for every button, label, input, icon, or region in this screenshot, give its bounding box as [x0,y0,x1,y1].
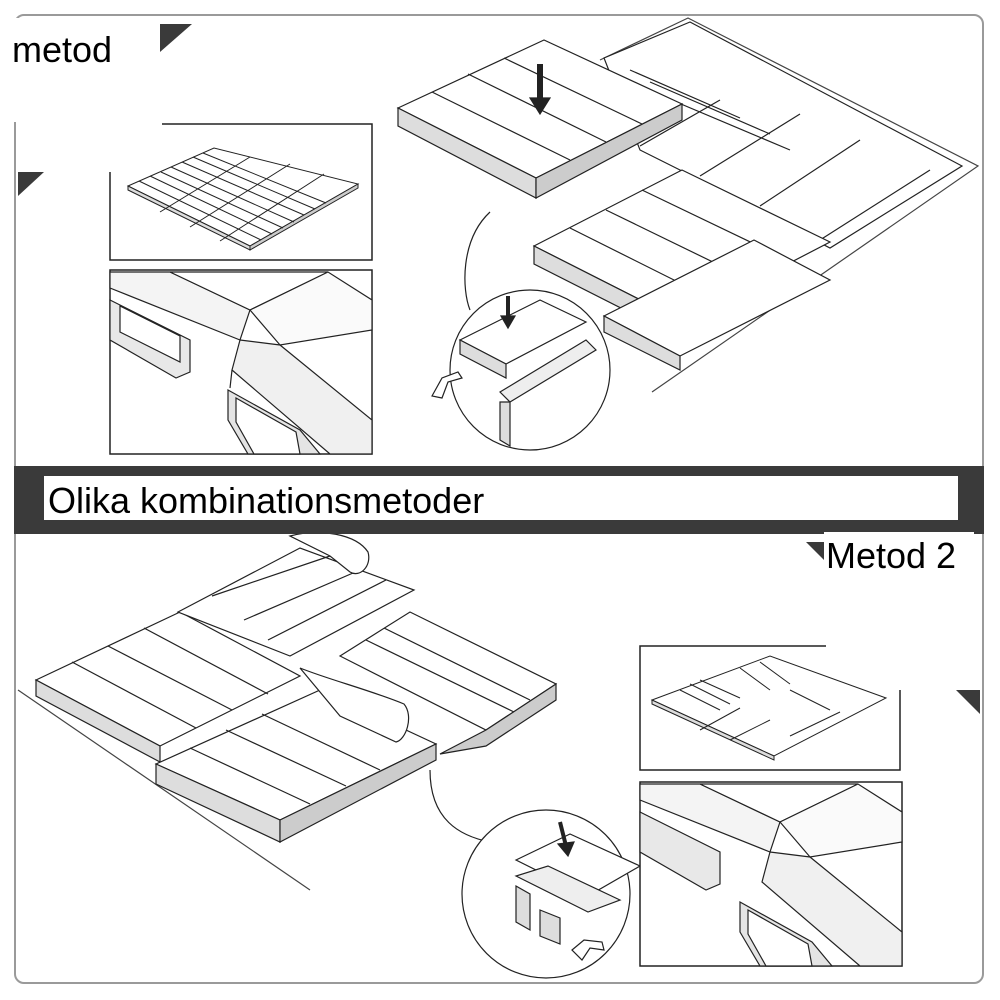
panel-overview-parallel [109,123,373,261]
panel-detail-clip-bottom [639,781,903,967]
method-1-label: metod [6,18,160,122]
corner-marker-top [160,24,192,52]
method-2-label: Metod 2 [824,532,974,578]
hand-icon [288,531,410,743]
panel-overview-parquet [639,645,901,771]
arrow-down-icon [556,821,575,858]
corner-marker-right [956,690,980,714]
panel-parallel-assembly [396,17,980,451]
corner-marker-method2 [806,542,826,562]
panel-detail-clip-top [109,269,373,455]
hand-pointer-icon [571,939,605,961]
arrow-down-icon [499,296,517,330]
banner-title: Olika kombinationsmetoder [44,476,958,521]
corner-marker-left [18,172,44,196]
hand-pointer-icon [431,371,463,399]
panel-parquet-assembly [17,531,642,979]
arrow-down-icon [528,64,552,116]
